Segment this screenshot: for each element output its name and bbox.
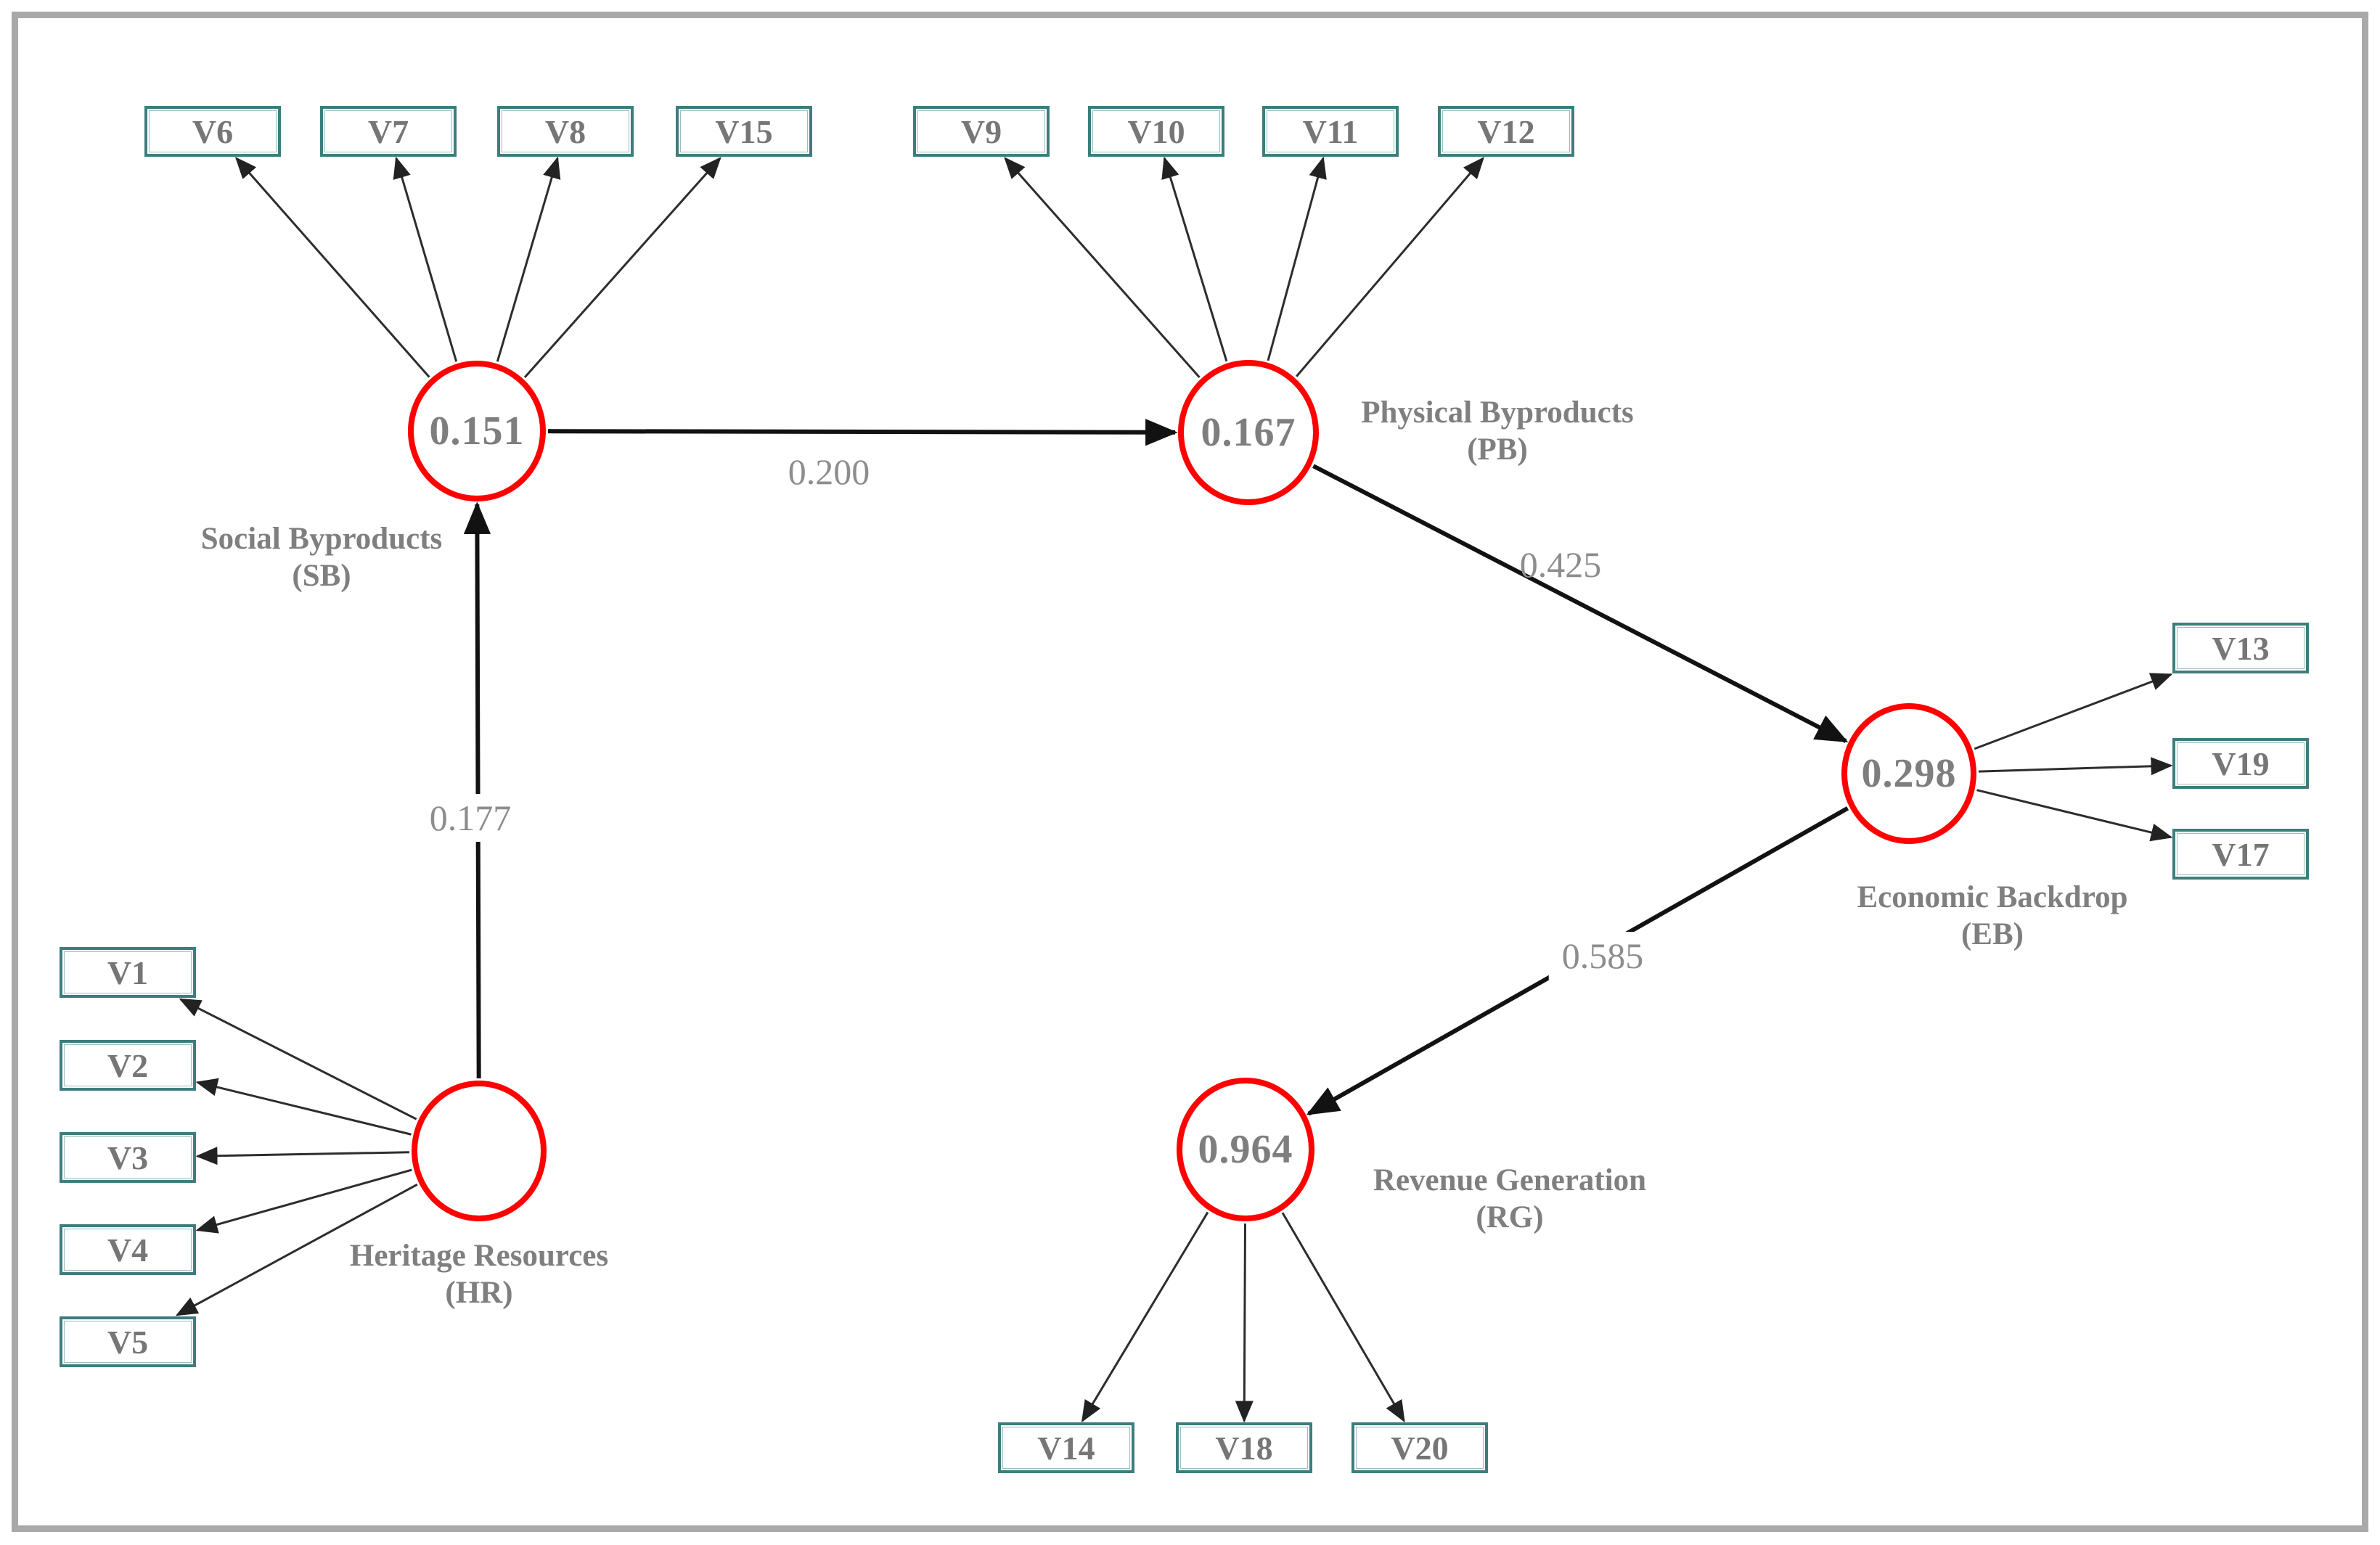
indicator-arrow-SB-V6	[234, 157, 430, 378]
indicator-arrow-RG-V20	[1281, 1212, 1405, 1423]
construct-name-EB: Economic Backdrop	[1857, 880, 2128, 914]
construct-abbr-EB: (EB)	[1960, 917, 2024, 951]
construct-abbr-HR: (HR)	[445, 1276, 513, 1310]
indicator-label-V17: V17	[2212, 835, 2270, 873]
latent-node-PB: 0.167	[1178, 360, 1319, 505]
indicator-arrow-SB-V7	[393, 156, 458, 362]
indicator-label-V4: V4	[107, 1231, 149, 1269]
indicator-label-V11: V11	[1302, 112, 1359, 150]
indicator-label-V12: V12	[1477, 112, 1535, 150]
indicator-arrow-EB-V13	[1974, 673, 2173, 750]
construct-label-RG: Revenue Generation(RG)	[1373, 1162, 1646, 1236]
indicator-arrow-PB-V10	[1161, 156, 1228, 362]
indicator-label-V19: V19	[2212, 745, 2270, 782]
indicator-label-V3: V3	[107, 1139, 149, 1176]
indicator-label-V5: V5	[107, 1323, 149, 1361]
construct-abbr-RG: (RG)	[1476, 1200, 1544, 1234]
indicator-arrow-EB-V17	[1976, 789, 2173, 842]
indicator-arrow-PB-V9	[1004, 157, 1201, 378]
indicator-label-V1: V1	[107, 954, 149, 991]
construct-label-SB: Social Byproducts(SB)	[201, 520, 443, 594]
indicator-box-V5: V5	[60, 1316, 196, 1367]
indicator-box-V9: V9	[913, 106, 1050, 157]
indicator-box-V8: V8	[497, 106, 634, 157]
latent-node-SB: 0.151	[408, 361, 546, 501]
indicator-label-V20: V20	[1391, 1429, 1449, 1467]
indicator-box-V17: V17	[2172, 829, 2309, 880]
indicator-box-V3: V3	[60, 1132, 196, 1183]
indicator-box-V13: V13	[2172, 623, 2309, 673]
construct-name-RG: Revenue Generation	[1373, 1163, 1647, 1197]
indicator-box-V4: V4	[60, 1224, 196, 1275]
indicator-box-V19: V19	[2172, 738, 2309, 789]
indicator-arrow-HR-V3	[195, 1147, 410, 1165]
indicator-arrow-RG-V18	[1235, 1223, 1254, 1423]
indicator-arrow-PB-V11	[1267, 156, 1327, 361]
indicator-box-V12: V12	[1438, 106, 1574, 157]
indicator-arrow-EB-V19	[1978, 757, 2173, 776]
indicator-label-V9: V9	[960, 112, 1002, 150]
indicator-arrow-RG-V14	[1081, 1211, 1209, 1423]
indicator-box-V6: V6	[144, 106, 281, 157]
path-coefficient-SB-PB: 0.200	[788, 451, 870, 492]
path-arrow-PB-EB	[1312, 464, 1849, 743]
latent-value-SB: 0.151	[429, 409, 525, 454]
construct-label-PB: Physical Byproducts(PB)	[1361, 394, 1634, 468]
path-arrow-SB-PB	[547, 419, 1178, 446]
construct-name-SB: Social Byproducts	[200, 522, 443, 556]
indicator-box-V18: V18	[1176, 1422, 1312, 1473]
construct-label-EB: Economic Backdrop(EB)	[1857, 879, 2127, 953]
indicator-arrow-HR-V5	[175, 1183, 418, 1316]
indicator-label-V18: V18	[1215, 1429, 1273, 1467]
indicator-box-V7: V7	[320, 106, 457, 157]
indicator-arrow-HR-V4	[195, 1168, 412, 1234]
indicator-label-V6: V6	[192, 112, 234, 150]
path-arrow-HR-SB	[463, 501, 491, 1079]
path-coefficient-HR-SB: 0.177	[416, 794, 525, 842]
indicator-arrow-SB-V8	[496, 156, 561, 362]
indicator-label-V13: V13	[2212, 629, 2270, 667]
construct-abbr-PB: (PB)	[1467, 433, 1528, 467]
indicator-label-V15: V15	[715, 112, 773, 150]
construct-name-PB: Physical Byproducts	[1361, 396, 1634, 430]
construct-abbr-SB: (SB)	[292, 559, 351, 593]
indicator-box-V20: V20	[1351, 1422, 1488, 1473]
indicator-box-V15: V15	[676, 106, 812, 157]
indicator-label-V2: V2	[107, 1046, 149, 1084]
latent-value-RG: 0.964	[1198, 1127, 1293, 1172]
indicator-box-V10: V10	[1088, 106, 1224, 157]
path-coefficient-EB-RG: 0.585	[1548, 932, 1657, 980]
path-coefficient-PB-EB: 0.425	[1519, 544, 1602, 585]
construct-label-HR: Heritage Resources(HR)	[350, 1237, 608, 1311]
indicator-box-V2: V2	[60, 1040, 196, 1091]
indicator-box-V14: V14	[998, 1422, 1134, 1473]
indicator-label-V14: V14	[1037, 1429, 1095, 1467]
indicator-arrow-SB-V15	[523, 157, 721, 379]
indicator-box-V11: V11	[1262, 106, 1399, 157]
latent-value-EB: 0.298	[1861, 751, 1957, 796]
latent-node-RG: 0.964	[1177, 1078, 1314, 1221]
construct-name-HR: Heritage Resources	[349, 1239, 609, 1273]
indicator-arrow-HR-V1	[179, 998, 417, 1120]
indicator-arrow-PB-V12	[1296, 157, 1484, 377]
latent-node-HR	[412, 1081, 547, 1221]
indicator-box-V1: V1	[60, 947, 196, 998]
indicator-label-V10: V10	[1127, 112, 1185, 150]
indicator-arrow-HR-V2	[195, 1078, 412, 1136]
latent-node-EB: 0.298	[1841, 703, 1976, 844]
indicator-label-V7: V7	[367, 112, 409, 150]
latent-value-PB: 0.167	[1201, 410, 1296, 455]
indicator-label-V8: V8	[544, 112, 586, 150]
